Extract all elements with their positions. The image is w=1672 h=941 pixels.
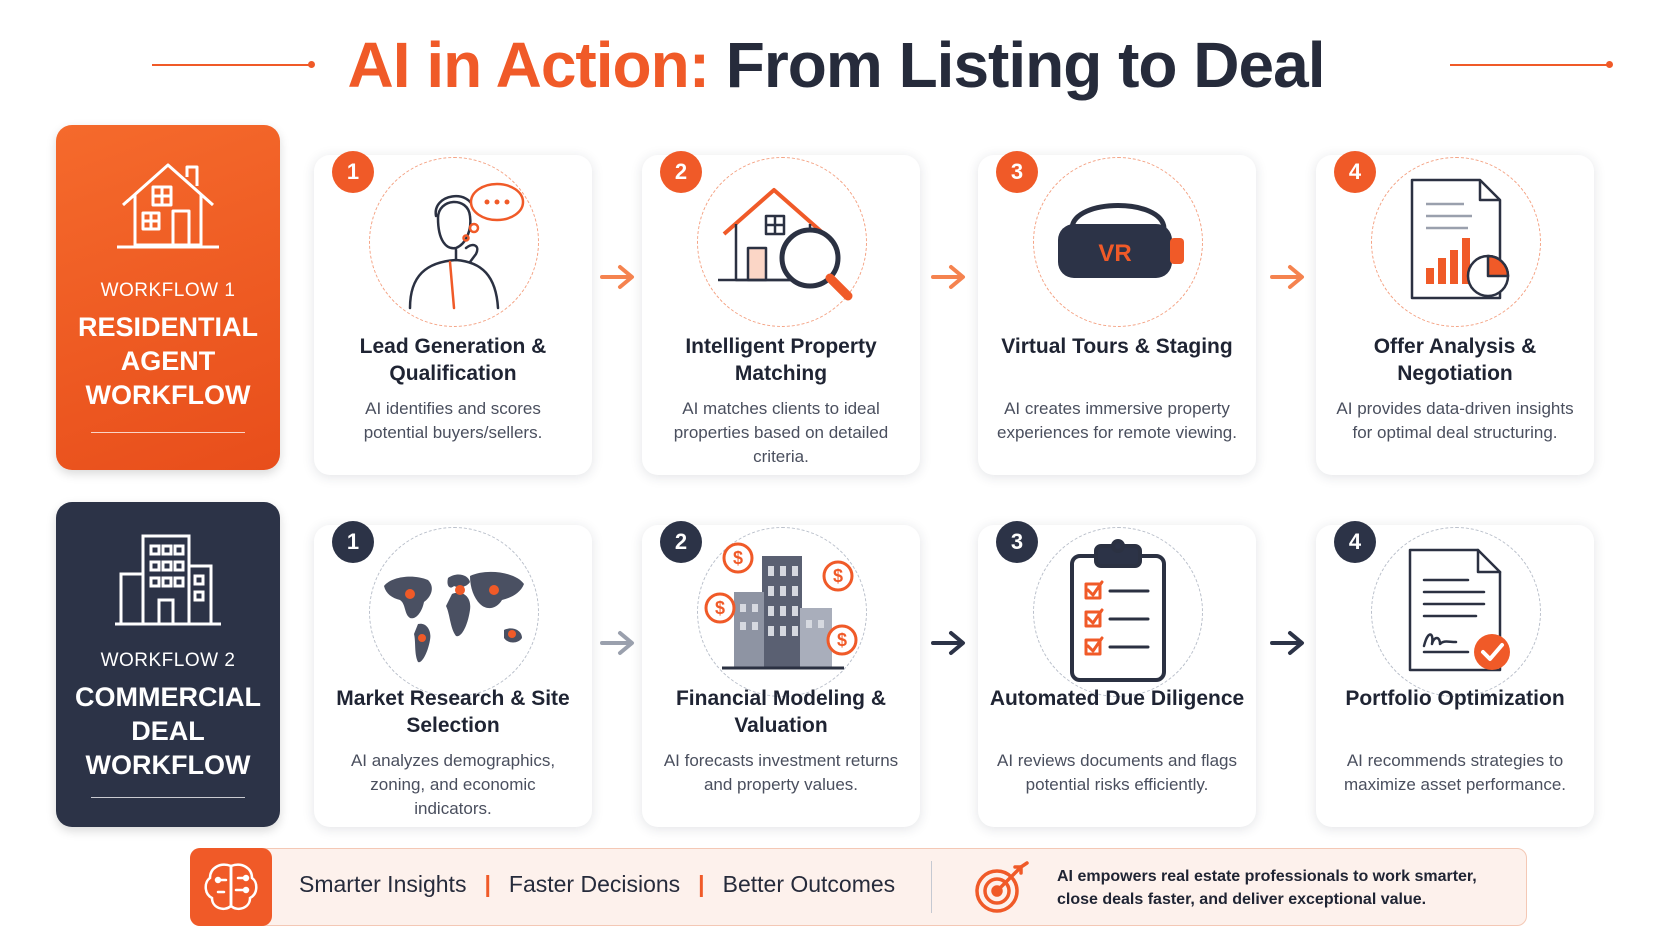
world-map-icon <box>369 527 539 697</box>
step-title: Portfolio Optimization <box>1345 687 1565 710</box>
arrow-right-icon <box>931 265 965 289</box>
commercial-step-1: 1 Market Research & Site Selection AI an… <box>314 521 592 827</box>
step-title: Virtual Tours & Staging <box>1001 335 1233 358</box>
residential-step-1: 1 Lead Generation & Qualification AI ide… <box>314 151 592 475</box>
tagline-item: Faster Decisions <box>508 871 681 897</box>
workflow-card-commercial: WORKFLOW 2 COMMERCIAL DEAL WORKFLOW <box>56 502 280 827</box>
workflow-label: WORKFLOW 2 <box>100 650 236 671</box>
step-title: Intelligent Property Matching <box>685 335 877 385</box>
arrow-right-icon <box>600 265 634 289</box>
header: AI in Action: From Listing to Deal <box>0 20 1672 110</box>
step-title: Financial Modeling & Valuation <box>675 687 886 737</box>
city-dollar-icon: $ $ $ $ <box>697 527 867 697</box>
page-title: AI in Action: From Listing to Deal <box>347 28 1326 102</box>
step-number-badge: 3 <box>996 151 1038 193</box>
report-chart-icon <box>1371 157 1541 327</box>
step-number-badge: 3 <box>996 521 1038 563</box>
residential-step-3: VR 3 Virtual Tours & Staging AI creates … <box>978 151 1256 475</box>
dollar-sign: $ <box>733 548 743 568</box>
step-number-badge: 4 <box>1334 151 1376 193</box>
house-icon <box>113 153 223 258</box>
office-building-icon <box>113 530 223 635</box>
step-description: AI analyzes demographics, zoning, and ec… <box>350 751 556 818</box>
page-title-rest: From Listing to Deal <box>725 29 1326 101</box>
step-description: AI identifies and scores potential buyer… <box>363 399 543 442</box>
target-icon <box>971 861 1031 920</box>
workflow-card-residential: WORKFLOW 1 RESIDENTIAL AGENT WORKFLOW <box>56 125 280 470</box>
step-title: Automated Due Diligence <box>989 687 1245 710</box>
page-title-accent: AI in Action: <box>347 29 710 101</box>
arrow-right-icon <box>1270 631 1304 655</box>
vr-headset-icon: VR <box>1033 157 1203 327</box>
workflow-rule <box>91 797 245 798</box>
banner-divider <box>931 861 932 913</box>
tagline-item: Smarter Insights <box>299 871 467 897</box>
summary-banner: Smarter Insights | Faster Decisions | Be… <box>190 848 1527 926</box>
commercial-step-3: 3 Automated Due Diligence AI reviews doc… <box>978 521 1256 827</box>
residential-step-4: 4 Offer Analysis & Negotiation AI provid… <box>1316 151 1594 475</box>
step-title: Lead Generation & Qualification <box>359 335 547 385</box>
clipboard-checklist-icon <box>1033 527 1203 697</box>
banner-tagline: Smarter Insights | Faster Decisions | Be… <box>299 871 895 898</box>
step-description: AI recommends strategies to maximize ass… <box>1343 751 1567 794</box>
dollar-sign: $ <box>833 566 843 586</box>
arrow-right-icon <box>931 631 965 655</box>
arrow-right-icon <box>600 631 634 655</box>
tagline-separator: | <box>698 871 705 897</box>
arrow-right-icon <box>1270 265 1304 289</box>
title-divider-left <box>152 61 315 68</box>
step-number-badge: 1 <box>332 521 374 563</box>
thinking-person-icon <box>369 157 539 327</box>
step-title: Market Research & Site Selection <box>336 687 570 737</box>
dollar-sign: $ <box>837 630 847 650</box>
residential-step-2: 2 Intelligent Property Matching AI match… <box>642 151 920 475</box>
banner-message: AI empowers real estate professionals to… <box>1057 868 1477 908</box>
commercial-step-4: 4 Portfolio Optimization AI recommends s… <box>1316 521 1594 827</box>
step-description: AI matches clients to ideal properties b… <box>673 399 889 466</box>
vr-label: VR <box>1098 240 1131 267</box>
workflow-name: RESIDENTIAL AGENT WORKFLOW <box>77 312 258 410</box>
ai-brain-icon <box>190 848 272 926</box>
step-number-badge: 4 <box>1334 521 1376 563</box>
workflow-label: WORKFLOW 1 <box>100 280 236 301</box>
step-number-badge: 2 <box>660 151 702 193</box>
dollar-sign: $ <box>715 598 725 618</box>
workflow-name: COMMERCIAL DEAL WORKFLOW <box>75 682 261 780</box>
step-number-badge: 2 <box>660 521 702 563</box>
workflow-rule <box>91 432 245 433</box>
step-description: AI provides data-driven insights for opt… <box>1336 399 1574 442</box>
house-search-icon <box>697 157 867 327</box>
commercial-step-2: $ $ $ $ 2 Financial Modeling & Valuation… <box>642 521 920 827</box>
step-title: Offer Analysis & Negotiation <box>1373 335 1537 385</box>
step-description: AI reviews documents and flags potential… <box>996 751 1237 794</box>
signed-document-icon <box>1371 527 1541 697</box>
title-divider-right <box>1450 61 1613 68</box>
step-description: AI forecasts investment returns and prop… <box>663 751 899 794</box>
step-description: AI creates immersive property experience… <box>996 399 1237 442</box>
tagline-separator: | <box>484 871 491 897</box>
tagline-item: Better Outcomes <box>722 871 896 897</box>
step-number-badge: 1 <box>332 151 374 193</box>
